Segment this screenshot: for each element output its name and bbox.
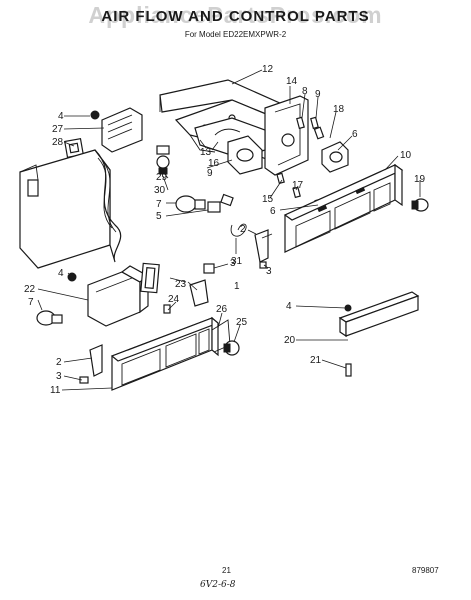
callout-11: 11: [50, 385, 61, 396]
callout-leaders: [37, 69, 421, 391]
lamp-socket-left: [156, 145, 170, 175]
control-knob-upper: [411, 198, 429, 212]
lamp-socket-lower: [163, 263, 215, 314]
callout-2-mid: 2: [240, 224, 246, 235]
callout-31: 31: [231, 256, 243, 267]
callout-10: 10: [400, 150, 412, 161]
lower-control-panel: [110, 316, 220, 391]
callout-23: 23: [175, 279, 187, 290]
callout-18: 18: [333, 104, 345, 115]
callout-4-upper: 4: [58, 111, 64, 122]
damper-housing: [264, 95, 309, 176]
mounting-bracket-mid: [254, 229, 273, 269]
callout-20: 20: [284, 335, 296, 346]
callout-27: 27: [52, 124, 64, 135]
callout-2-lower: 2: [56, 357, 62, 368]
callout-9-mid: 9: [207, 168, 213, 179]
callout-16: 16: [208, 158, 220, 169]
light-bulb-lower: [36, 310, 63, 326]
callout-6-upper: 6: [352, 129, 358, 140]
light-bulb-upper: [175, 193, 234, 213]
mounting-bracket-lower: [79, 344, 103, 384]
callout-8: 8: [302, 86, 308, 97]
callout-14: 14: [286, 76, 298, 87]
callout-29: 29: [156, 172, 168, 183]
callout-7-lower: 7: [28, 297, 34, 308]
callout-3-mid: 3: [266, 266, 272, 277]
callout-4-lower: 4: [58, 268, 64, 279]
light-socket: [227, 135, 263, 175]
diagram-title: AIR FLOW AND CONTROL PARTS: [101, 8, 370, 25]
callout-3-lower: 3: [56, 371, 62, 382]
model-subtitle: For Model ED22EMXPWR-2: [184, 30, 287, 39]
callout-9-top: 9: [315, 89, 321, 100]
callout-26: 26: [216, 304, 228, 315]
handwritten-note: 6V2-6-8: [200, 580, 236, 590]
control-shaft: [313, 126, 349, 173]
control-knob-lower: [211, 319, 240, 356]
upper-control-panel: [283, 163, 404, 253]
callout-6-lower: 6: [270, 206, 276, 217]
callout-4-right: 4: [286, 301, 292, 312]
page-number: 21: [222, 566, 231, 575]
trim-strip: [338, 291, 420, 377]
callout-3-socket: 3: [230, 258, 236, 269]
catalog-number: 879807: [412, 566, 439, 575]
lower-air-duct: [67, 262, 160, 327]
callout-28: 28: [52, 137, 64, 148]
callout-25: 25: [236, 317, 248, 328]
callout-7-upper: 7: [156, 199, 162, 210]
callout-21: 21: [310, 355, 322, 366]
retainer-clip: [230, 223, 247, 237]
callout-1: 1: [234, 281, 240, 292]
callout-17: 17: [292, 180, 304, 191]
callout-22: 22: [24, 284, 36, 295]
callout-24: 24: [168, 294, 180, 305]
callout-19: 19: [414, 174, 426, 185]
callout-5: 5: [156, 211, 162, 222]
callout-12: 12: [262, 64, 274, 75]
callout-15: 15: [262, 194, 274, 205]
callout-labels: 12 4 27 28 14 8 9 18 6 10 19 13 16 9 17 …: [24, 64, 426, 396]
freezer-air-duct: [19, 149, 122, 269]
air-duct-upper: [64, 107, 143, 158]
callout-30: 30: [154, 185, 166, 196]
callout-13: 13: [200, 147, 212, 158]
